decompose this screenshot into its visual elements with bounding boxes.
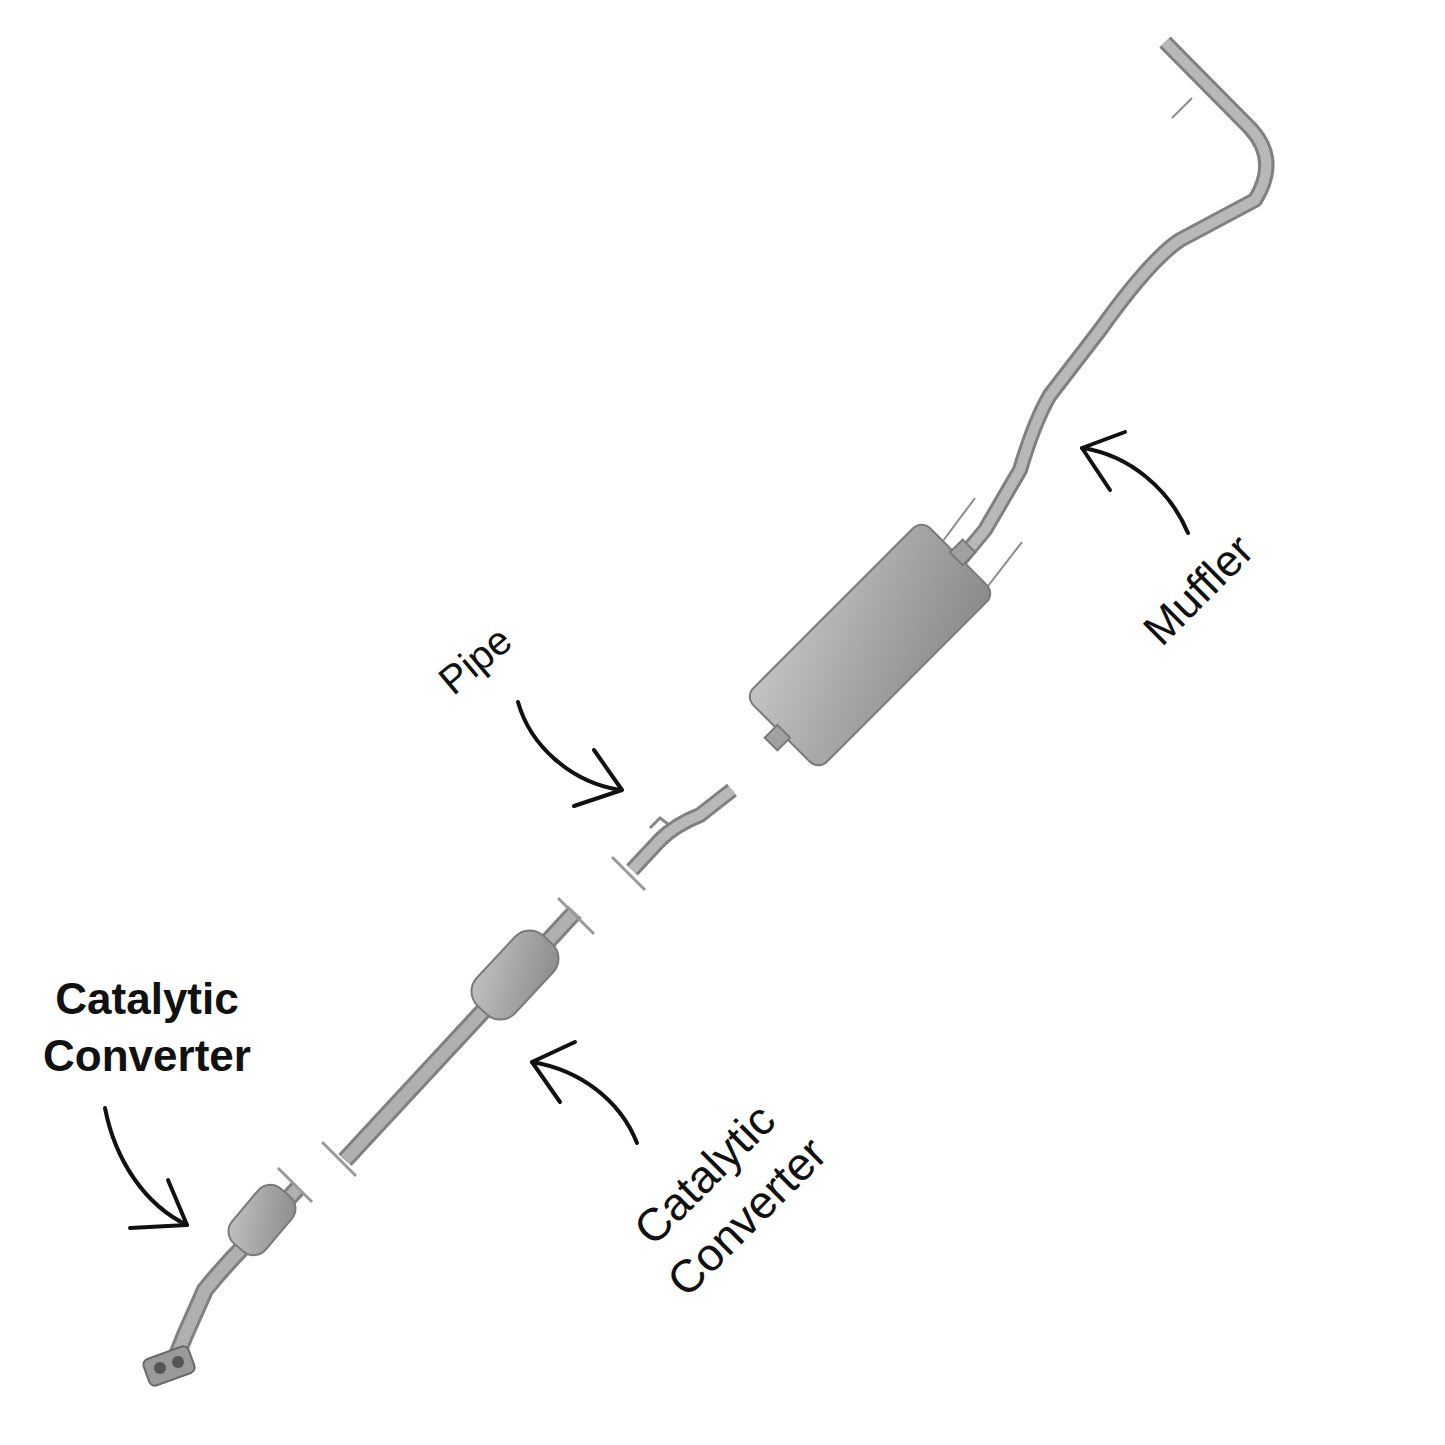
catalytic-converter-rear bbox=[322, 898, 594, 1176]
part-label: Catalytic Converter bbox=[595, 1065, 856, 1326]
tailpipe bbox=[960, 42, 1266, 560]
leader-arrows bbox=[105, 432, 1188, 1228]
part-label: Muffler bbox=[1100, 492, 1296, 688]
catalytic-converter-front bbox=[142, 1168, 312, 1387]
muffler bbox=[734, 498, 1022, 781]
part-label: Catalytic Converter bbox=[12, 970, 282, 1084]
pipe-section bbox=[612, 790, 732, 890]
part-label: Pipe bbox=[397, 589, 553, 732]
